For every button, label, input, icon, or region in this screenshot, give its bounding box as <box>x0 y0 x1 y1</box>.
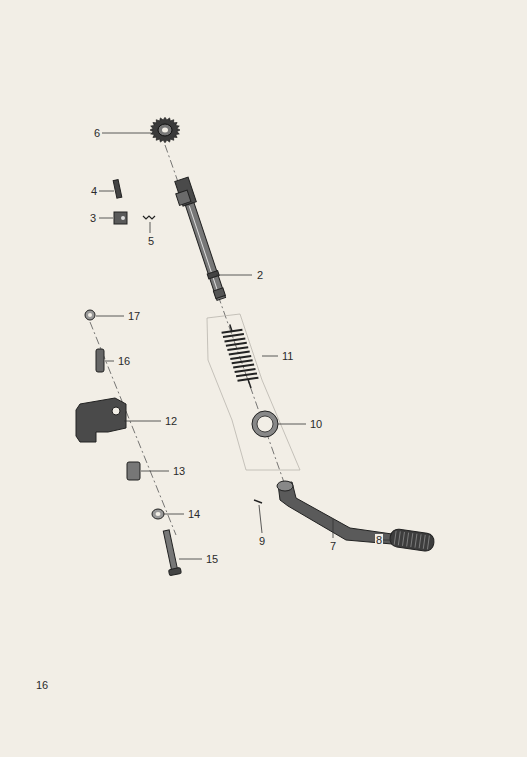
outline-sketch <box>207 314 300 470</box>
spring-end <box>230 325 232 332</box>
bolt <box>160 529 181 576</box>
page-number: 16 <box>35 679 49 691</box>
sleeve <box>127 462 140 480</box>
pawl-block <box>114 212 127 224</box>
spring-coil <box>230 356 251 359</box>
spring-end <box>248 380 251 389</box>
callout-number: 12 <box>164 415 178 427</box>
gear-hub <box>158 124 172 136</box>
lever-boss <box>277 481 293 491</box>
axis-line <box>90 145 286 535</box>
gear <box>150 117 180 143</box>
lever-bracket <box>76 398 126 442</box>
spring <box>222 325 259 389</box>
grip <box>389 528 435 552</box>
callout-number: 7 <box>329 540 337 552</box>
spring-coil <box>229 352 250 355</box>
small-spring <box>143 216 155 219</box>
callout-number: 3 <box>89 212 97 224</box>
pin <box>113 180 122 199</box>
callout-number: 10 <box>309 418 323 430</box>
leader-line <box>96 133 392 559</box>
spring-coil <box>236 373 257 376</box>
washer <box>85 310 95 320</box>
spring-coil <box>225 338 246 341</box>
callout-number: 14 <box>187 508 201 520</box>
spring-coil <box>232 360 253 363</box>
grip-groove <box>411 533 413 547</box>
spring-coil <box>235 369 256 372</box>
grip-groove <box>419 534 421 548</box>
callout-number: 13 <box>172 465 186 477</box>
bracket-hole <box>112 407 120 415</box>
spring-coil <box>226 343 247 346</box>
callout-number: 16 <box>117 355 131 367</box>
kick-shaft <box>172 177 228 302</box>
grip-groove <box>398 531 400 545</box>
pawl-hole <box>121 216 125 220</box>
grip-groove <box>427 536 429 550</box>
pin <box>254 500 262 503</box>
grip-groove <box>407 533 409 547</box>
grip-groove <box>423 535 425 549</box>
gear-teeth <box>150 117 180 143</box>
pin <box>96 349 104 372</box>
bushing-bore <box>257 416 273 432</box>
washer-hole <box>88 313 92 317</box>
spring-coil <box>223 334 244 337</box>
callout-number: 15 <box>205 553 219 565</box>
bushing <box>252 411 278 437</box>
callout-number: 17 <box>127 310 141 322</box>
callout-number: 11 <box>281 350 294 362</box>
callout-number: 4 <box>90 185 98 197</box>
callout-number: 2 <box>256 269 264 281</box>
washer <box>152 509 164 519</box>
grip-groove <box>415 534 417 548</box>
gear-bore <box>162 128 168 133</box>
spring-coil <box>233 365 254 368</box>
callout-number: 5 <box>147 235 155 247</box>
grip-groove <box>402 532 404 546</box>
callout-number: 8 <box>375 534 383 546</box>
washer-hole <box>156 512 161 516</box>
callout-number: 9 <box>258 535 266 547</box>
grip-groove <box>394 531 396 545</box>
callout-number: 6 <box>93 127 101 139</box>
spring-coil <box>227 347 248 350</box>
